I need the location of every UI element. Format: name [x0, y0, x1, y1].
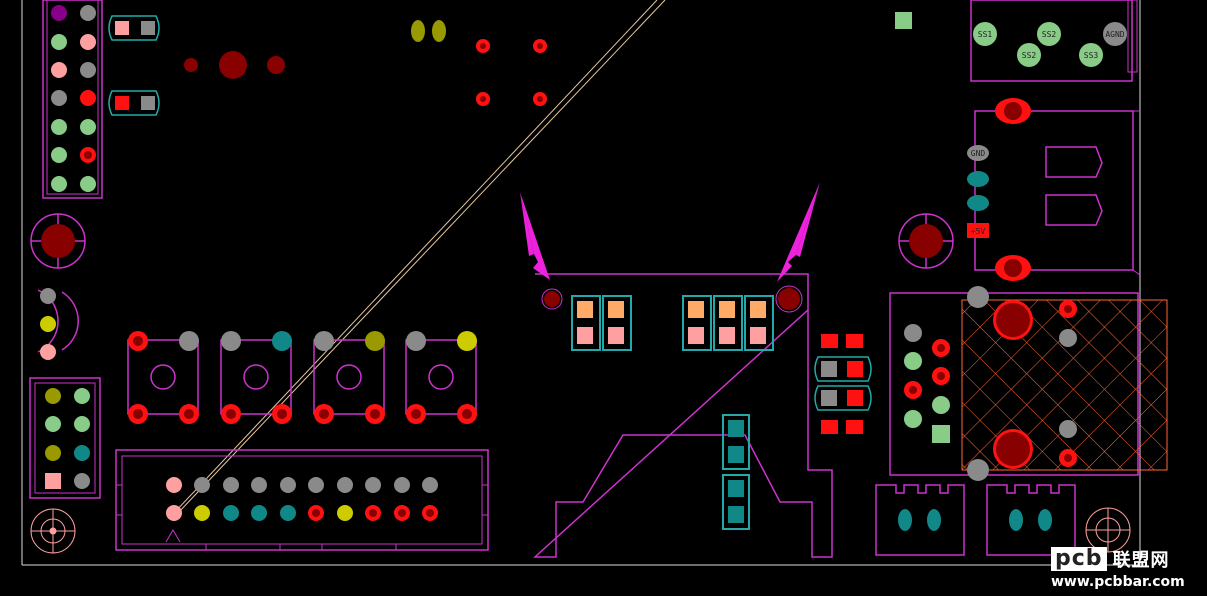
switch-sw4[interactable] [405, 331, 477, 424]
label-ss2: SS2 [1042, 30, 1057, 39]
switch-sw1[interactable] [127, 331, 199, 424]
sd-card-side-pins [722, 414, 750, 530]
sd-card-pins [571, 295, 774, 351]
watermark: pcb 联盟网 www.pcbbar.com [1051, 546, 1201, 592]
fiducial-bottom-right [1085, 507, 1131, 553]
annotation-arrow-right [777, 182, 820, 282]
rj-connector[interactable] [889, 286, 1168, 481]
annotation-arrow-left [520, 192, 550, 280]
header-j1-pads [51, 5, 96, 192]
dip-switch-box[interactable]: SS1 SS2 SS2 SS3 AGND [970, 0, 1138, 82]
transistor-q1[interactable] [37, 288, 79, 360]
watermark-brand: 联盟网 [1112, 550, 1170, 571]
capacitor-c1[interactable] [108, 15, 160, 41]
sd-card-slot[interactable] [533, 273, 833, 558]
jst-connector-2[interactable] [986, 484, 1076, 556]
box-header-j3[interactable] [115, 449, 489, 551]
smd-array-right[interactable] [814, 334, 872, 434]
label-ss1: SS1 [978, 30, 993, 39]
fiducial-bottom-left [30, 508, 76, 554]
watermark-url: www.pcbbar.com [1051, 574, 1185, 590]
box-header-j3-pads [166, 477, 438, 521]
watermark-logo: pcb [1051, 547, 1107, 571]
capacitor-c2[interactable] [108, 90, 160, 116]
switch-sw2[interactable] [220, 331, 292, 424]
test-points-top[interactable] [184, 20, 446, 79]
label-agnd: AGND [1105, 30, 1124, 39]
jst-connector-1[interactable] [875, 484, 965, 556]
label-5v: +5V [971, 227, 986, 236]
header-j1[interactable] [42, 0, 103, 199]
switch-sw3[interactable] [313, 331, 385, 424]
mounting-hole-right[interactable] [898, 213, 954, 269]
label-ss2-b: SS2 [1022, 51, 1037, 60]
mounting-hole-left[interactable] [30, 213, 86, 269]
board-outline [21, 0, 1141, 566]
diagonal-trace[interactable] [173, 0, 666, 514]
usb-connector[interactable]: GND +5V [967, 98, 1141, 281]
label-ss3: SS3 [1084, 51, 1099, 60]
via-group-top[interactable] [476, 39, 547, 106]
test-pad-top-right[interactable] [895, 12, 912, 29]
label-gnd: GND [971, 149, 986, 158]
header-j2[interactable] [29, 377, 101, 499]
